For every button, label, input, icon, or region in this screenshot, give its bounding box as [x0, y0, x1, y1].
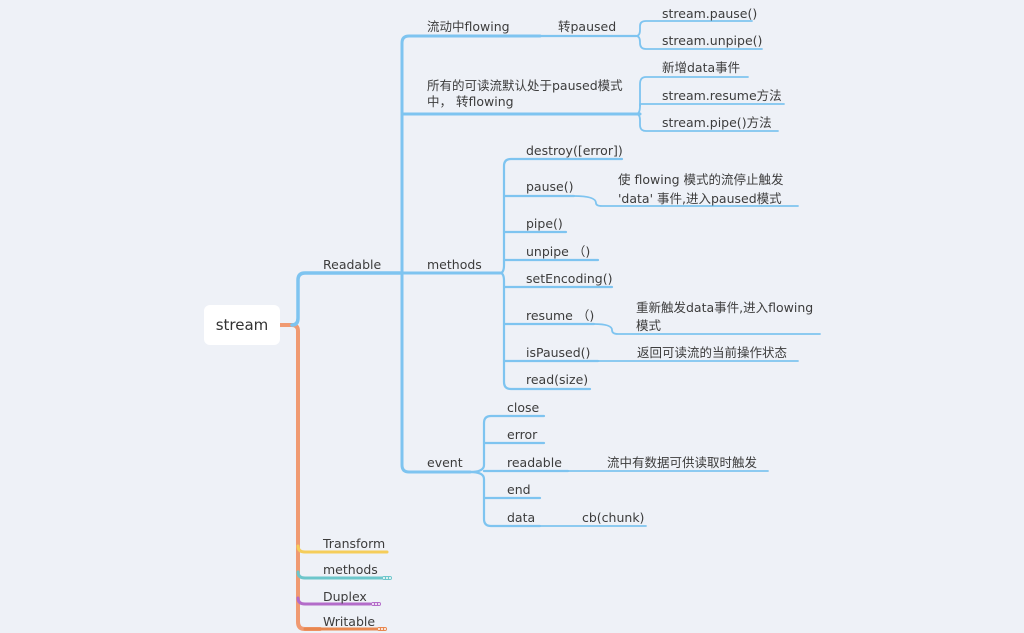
method-note[interactable]: 返回可读流的当前操作状态	[637, 345, 788, 360]
event-item[interactable]: error	[507, 427, 538, 442]
root-connector	[278, 323, 322, 631]
method-item[interactable]: setEncoding()	[526, 271, 613, 286]
flowing-item[interactable]: stream.unpipe()	[662, 33, 763, 48]
event-item[interactable]: readable	[507, 455, 562, 470]
event-item[interactable]: end	[507, 482, 531, 497]
transform-node[interactable]: Transform	[323, 536, 386, 551]
root-node[interactable]: stream	[204, 305, 280, 345]
readable-node[interactable]: Readable	[323, 257, 382, 272]
method-item[interactable]: pause()	[526, 179, 574, 194]
method-item[interactable]: resume （)	[526, 308, 595, 323]
method-note[interactable]: 使 flowing 模式的流停止触发 'data' 事件,进入paused模式	[618, 172, 784, 206]
flowing-node[interactable]: 流动中flowing	[427, 19, 510, 34]
paused-item[interactable]: 新增data事件	[662, 60, 741, 75]
event-item[interactable]: data	[507, 510, 536, 525]
method-item[interactable]: destroy([error])	[526, 143, 623, 158]
event-note[interactable]: cb(chunk)	[582, 510, 645, 525]
paused-node[interactable]: 所有的可读流默认处于paused模式中， 转flowing	[427, 78, 623, 109]
paused-item[interactable]: stream.resume方法	[662, 88, 782, 103]
duplex-node[interactable]: Duplex	[323, 589, 367, 604]
method-item[interactable]: isPaused()	[526, 345, 591, 360]
method-note[interactable]: 重新触发data事件,进入flowing模式	[636, 300, 814, 333]
writable-node[interactable]: Writable	[323, 614, 376, 629]
event-item[interactable]: close	[507, 400, 540, 415]
methods-branch-node[interactable]: methods	[323, 562, 378, 577]
expand-icon[interactable]	[377, 627, 387, 631]
paused-item[interactable]: stream.pipe()方法	[662, 115, 772, 130]
readable-connector	[290, 271, 402, 327]
method-item[interactable]: unpipe （)	[526, 244, 591, 259]
expand-icon[interactable]	[382, 576, 392, 580]
method-item[interactable]: pipe()	[526, 216, 563, 231]
root-label: stream	[215, 316, 269, 334]
event-note[interactable]: 流中有数据可供读取时触发	[607, 455, 758, 470]
event-node[interactable]: event	[427, 455, 463, 470]
method-item[interactable]: read(size)	[526, 372, 589, 387]
to-paused-node[interactable]: 转paused	[558, 19, 617, 34]
expand-icon[interactable]	[371, 602, 381, 606]
methods-node[interactable]: methods	[427, 257, 482, 272]
flowing-item[interactable]: stream.pause()	[662, 6, 758, 21]
